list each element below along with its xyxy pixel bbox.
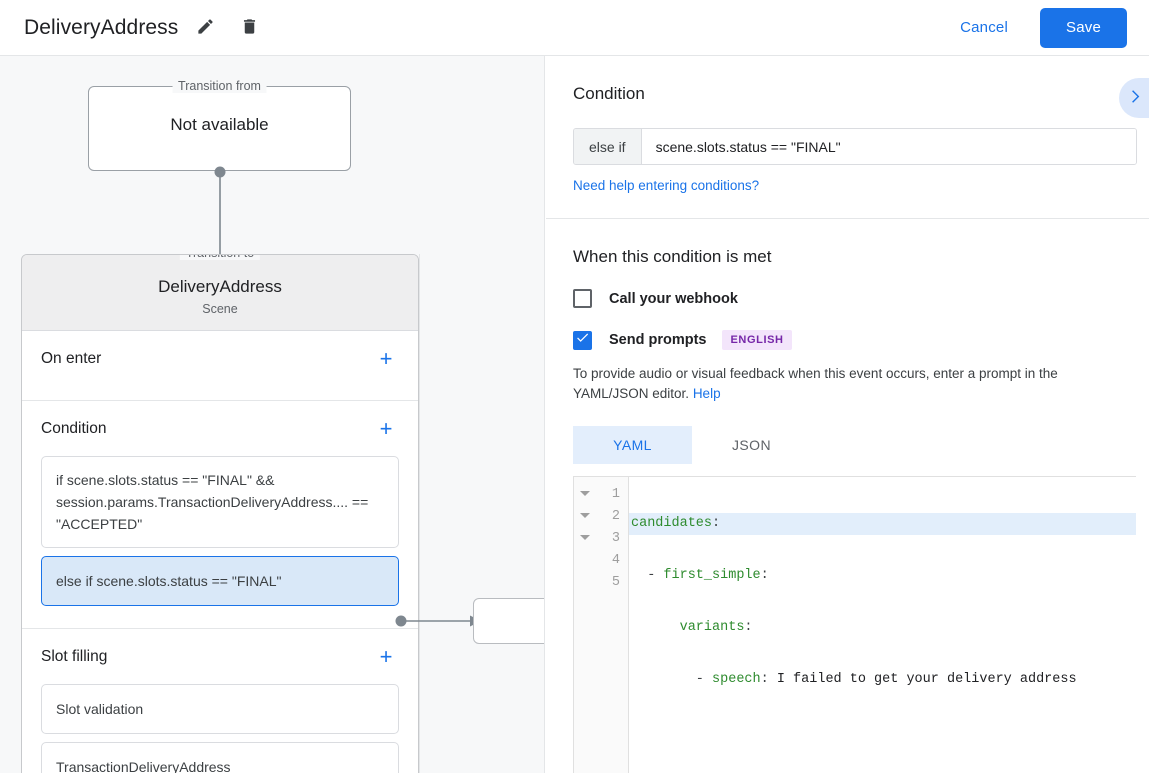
section-title-on-enter: On enter (41, 349, 102, 367)
section-title-condition: Condition (41, 419, 107, 437)
add-on-enter-button[interactable]: + (373, 346, 399, 372)
topbar-actions: Cancel Save (944, 7, 1149, 48)
yaml-colon: : (760, 568, 769, 583)
fold-triangle-icon[interactable] (580, 513, 590, 518)
add-condition-button[interactable]: + (373, 416, 399, 442)
section-slot-filling: Slot filling + Slot validation Transacti… (22, 629, 418, 773)
section-divider (546, 218, 1149, 219)
code-line[interactable] (629, 721, 1136, 743)
yaml-value: I failed to get your delivery address (768, 672, 1077, 687)
transition-to-legend: Transition to (179, 255, 261, 260)
yaml-key: first_simple (663, 568, 761, 583)
condition-operator-label: else if (574, 129, 642, 164)
graph-edge-outgoing (395, 604, 483, 638)
tab-yaml[interactable]: YAML (573, 426, 692, 464)
code-line[interactable]: candidates: (629, 513, 1136, 535)
code-editor[interactable]: 1 2 3 4 5 (573, 476, 1136, 773)
condition-met-heading: When this condition is met (573, 247, 772, 266)
yaml-dash: - (631, 672, 713, 687)
editor-gutter: 1 2 3 4 5 (574, 477, 629, 773)
prompts-hint: To provide audio or visual feedback when… (573, 364, 1129, 404)
expand-panel-button[interactable] (1119, 78, 1149, 118)
fold-triangle-icon[interactable] (580, 491, 590, 496)
trash-icon (240, 17, 259, 39)
gutter-line[interactable]: 2 (574, 505, 628, 527)
code-line[interactable]: - speech: I failed to get your delivery … (629, 669, 1136, 691)
prompts-hint-text: To provide audio or visual feedback when… (573, 366, 1058, 401)
add-slot-filling-button[interactable]: + (373, 644, 399, 670)
tab-json[interactable]: JSON (692, 426, 811, 464)
section-on-enter: On enter + (22, 331, 418, 401)
code-line[interactable]: variants: (629, 617, 1136, 639)
yaml-colon: : (760, 672, 769, 687)
condition-field-row: else if (573, 128, 1137, 165)
graph-pane: Transition from Not available Transition… (0, 56, 545, 773)
call-webhook-label: Call your webhook (609, 290, 738, 307)
checkmark-icon (575, 330, 590, 350)
slot-item[interactable]: TransactionDeliveryAddress (41, 742, 399, 773)
gutter-line[interactable]: 5 (574, 571, 628, 593)
yaml-key: variants (679, 620, 745, 635)
send-prompts-checkbox[interactable] (573, 330, 592, 350)
condition-item[interactable]: if scene.slots.status == "FINAL" && sess… (41, 456, 399, 548)
yaml-colon: : (744, 620, 753, 635)
gutter-line[interactable]: 3 (574, 527, 628, 549)
transition-to-node: Transition to DeliveryAddress Scene On e… (21, 254, 419, 773)
language-badge: ENGLISH (722, 330, 792, 350)
graph-guide-line (419, 254, 420, 773)
chevron-right-icon (1126, 88, 1143, 108)
line-number: 3 (611, 530, 620, 546)
help-link[interactable]: Help (692, 386, 721, 401)
condition-met-block: When this condition is met Call your web… (546, 219, 1149, 773)
send-prompts-row: Send prompts ENGLISH (573, 330, 1122, 350)
section-condition: Condition + if scene.slots.status == "FI… (22, 401, 418, 629)
transition-from-value: Not available (170, 115, 269, 134)
scene-header[interactable]: DeliveryAddress Scene (22, 255, 418, 331)
pencil-icon (196, 17, 215, 39)
call-webhook-checkbox[interactable] (573, 289, 592, 308)
editor-format-tabs: YAML JSON (573, 426, 1122, 464)
condition-expression-input[interactable] (641, 129, 1136, 164)
transition-from-legend: Transition from (172, 79, 267, 93)
gutter-line[interactable]: 4 (574, 549, 628, 571)
top-bar: DeliveryAddress Cancel Save (0, 0, 1149, 56)
next-node-partial[interactable] (473, 598, 544, 644)
condition-block: Condition else if Need help entering con… (546, 56, 1149, 217)
code-line[interactable]: - first_simple: (629, 565, 1136, 587)
scene-type: Scene (202, 302, 238, 316)
editor-code-area[interactable]: candidates: - first_simple: variants: - … (629, 477, 1136, 773)
webhook-row: Call your webhook (573, 289, 1122, 308)
section-header-condition: Condition + (41, 401, 399, 456)
slot-validation-item[interactable]: Slot validation (41, 684, 399, 734)
page-title: DeliveryAddress (24, 15, 179, 39)
gutter-line[interactable]: 1 (574, 483, 628, 505)
delete-button[interactable] (232, 11, 266, 45)
line-number: 1 (611, 486, 620, 502)
section-header-slot-filling: Slot filling + (41, 629, 399, 684)
scene-name: DeliveryAddress (158, 277, 282, 296)
yaml-indent (631, 620, 680, 635)
fold-triangle-icon[interactable] (580, 535, 590, 540)
transition-from-node[interactable]: Transition from Not available (88, 79, 351, 171)
cancel-button[interactable]: Cancel (944, 11, 1024, 44)
line-number: 2 (611, 508, 620, 524)
section-title-slot-filling: Slot filling (41, 647, 108, 665)
yaml-colon: : (712, 516, 721, 531)
yaml-key: speech (712, 672, 761, 687)
edit-name-button[interactable] (188, 11, 222, 45)
send-prompts-label: Send prompts (609, 332, 707, 348)
save-button[interactable]: Save (1040, 7, 1127, 48)
line-number: 4 (611, 552, 620, 568)
need-help-conditions-link[interactable]: Need help entering conditions? (573, 178, 760, 193)
line-number: 5 (611, 574, 620, 590)
yaml-key: candidates (631, 516, 713, 531)
condition-item-selected[interactable]: else if scene.slots.status == "FINAL" (41, 556, 399, 606)
yaml-dash: - (631, 568, 664, 583)
condition-heading: Condition (573, 84, 645, 103)
details-pane: Condition else if Need help entering con… (546, 56, 1149, 773)
section-header-on-enter: On enter + (41, 331, 399, 386)
